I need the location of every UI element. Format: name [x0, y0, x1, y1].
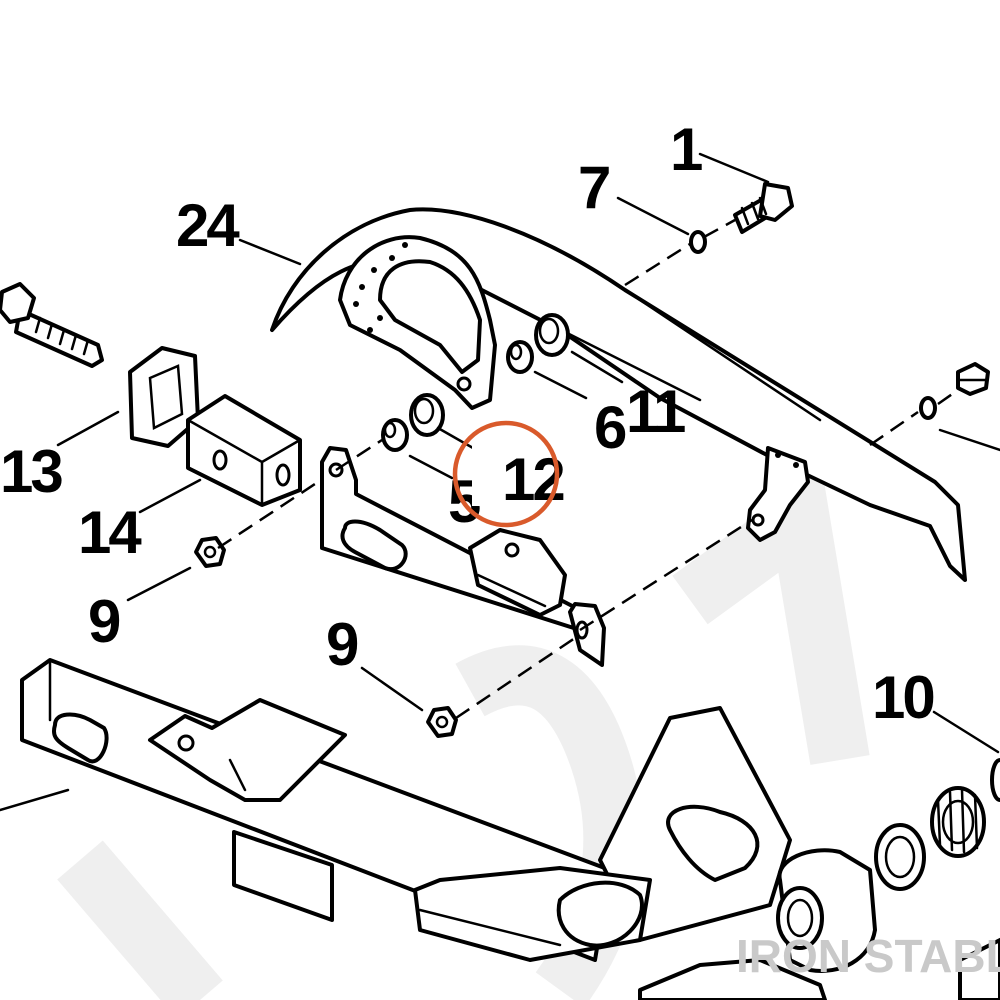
spacer-5 — [381, 418, 409, 452]
washer-7 — [689, 230, 707, 254]
callout-13: 13 — [0, 438, 62, 505]
callout-9-upper: 9 — [88, 588, 120, 655]
callout-24: 24 — [176, 192, 240, 259]
callout-6: 6 — [594, 394, 626, 461]
leader-lines — [56, 152, 1000, 754]
bolt-1 — [733, 182, 794, 234]
callout-14: 14 — [78, 499, 142, 566]
chain-guard — [270, 207, 967, 582]
nut-9-lower — [426, 706, 458, 738]
callout-12-backdrop — [472, 440, 540, 506]
callout-10: 10 — [872, 664, 933, 731]
bushing-12 — [409, 393, 445, 437]
adjuster-block-14 — [186, 394, 302, 507]
bushing-11 — [534, 313, 570, 357]
highlight-circle — [452, 420, 560, 528]
watermark-brand: IRON STABLE — [736, 930, 1000, 982]
spacer-6 — [506, 340, 534, 374]
callout-7: 7 — [578, 154, 609, 221]
callout-9-lower: 9 — [326, 611, 358, 678]
callout-1: 1 — [670, 116, 702, 183]
callout-11: 11 — [626, 378, 685, 445]
rear-axle-bolt — [0, 282, 104, 368]
right-mount-bolt — [956, 362, 990, 396]
callout-labels: 1 7 24 13 14 9 9 5 6 11 10 12 — [0, 116, 936, 731]
nut-9-upper — [194, 536, 226, 568]
swingarm — [20, 446, 1000, 1000]
assembly-lines — [0, 218, 1000, 812]
right-mount-washer — [919, 396, 937, 420]
guard-rivets — [353, 242, 408, 333]
